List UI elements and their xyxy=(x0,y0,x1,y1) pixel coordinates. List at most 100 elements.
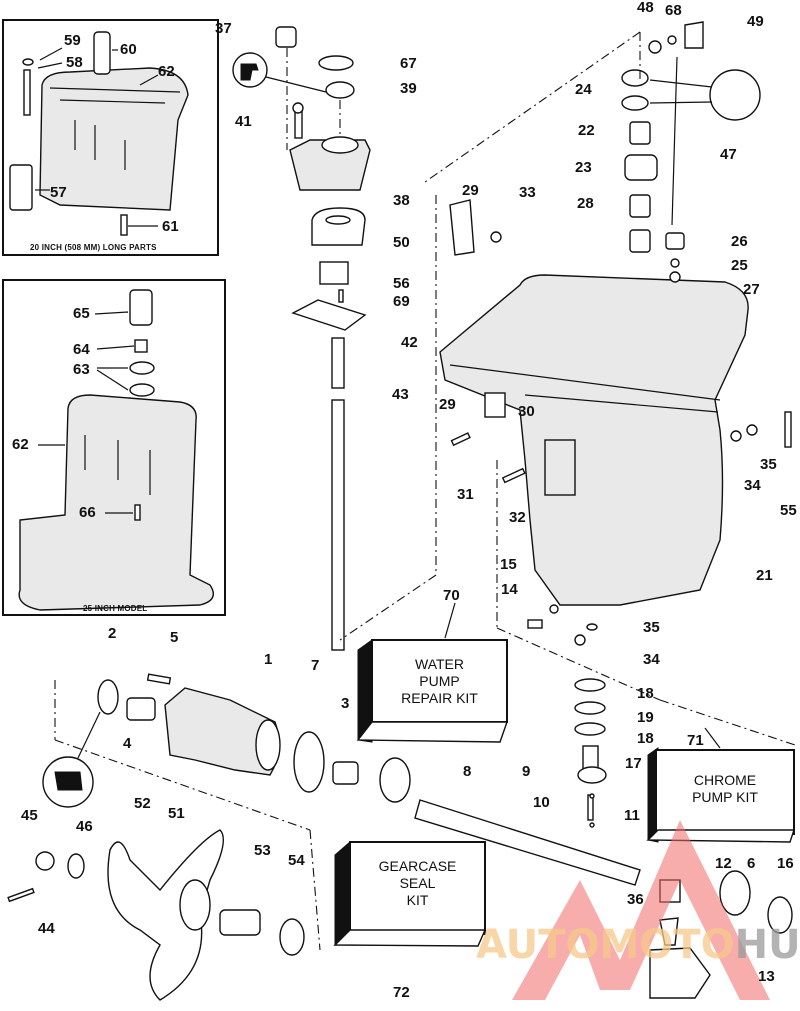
seal-63-lower xyxy=(129,383,155,397)
impeller-56 xyxy=(319,261,349,285)
kit-line: PUMP xyxy=(419,673,460,689)
grommet-37 xyxy=(275,26,297,48)
label-30: 30 xyxy=(518,403,535,420)
pin-58 xyxy=(23,69,31,116)
seal-63-upper xyxy=(129,361,155,375)
grommet-64 xyxy=(134,339,148,353)
ball-11-lower xyxy=(589,822,595,828)
seal-16 xyxy=(767,896,793,934)
label-62-20in: 62 xyxy=(158,63,175,80)
label-38: 38 xyxy=(393,192,410,209)
thrust-bearing-19 xyxy=(574,701,606,715)
kit-line: SEAL xyxy=(399,875,436,891)
seal-24-upper xyxy=(621,69,649,87)
washer-27 xyxy=(669,271,681,283)
bearing-28-upper xyxy=(629,194,651,218)
thrust-washer-18-upper xyxy=(574,678,606,692)
label-58: 58 xyxy=(66,54,83,71)
label-32: 32 xyxy=(509,509,526,526)
label-69: 69 xyxy=(393,293,410,310)
label-60: 60 xyxy=(120,41,137,58)
exhaust-housing-main xyxy=(439,274,749,606)
label-63: 63 xyxy=(73,361,90,378)
label-48: 48 xyxy=(637,0,654,16)
label-35-right: 35 xyxy=(760,456,777,473)
label-50: 50 xyxy=(393,234,410,251)
label-56: 56 xyxy=(393,275,410,292)
label-17: 17 xyxy=(625,755,642,772)
pinion-17 xyxy=(577,745,607,784)
label-45: 45 xyxy=(21,807,38,824)
washer-68 xyxy=(667,35,677,45)
label-55: 55 xyxy=(780,502,797,519)
screw-31 xyxy=(450,432,471,447)
ball-11-upper xyxy=(589,793,595,799)
seal-detail-circle-24 xyxy=(709,69,761,121)
exhaust-housing-25in xyxy=(18,394,214,611)
label-41: 41 xyxy=(235,113,252,130)
label-5: 5 xyxy=(170,629,179,646)
label-34-lower: 34 xyxy=(643,651,660,668)
water-pump-kit-box xyxy=(356,639,508,743)
label-43: 43 xyxy=(392,386,409,403)
impeller-housing-50 xyxy=(311,207,366,246)
label-46: 46 xyxy=(76,818,93,835)
label-64: 64 xyxy=(73,341,90,358)
oring-59 xyxy=(22,58,34,66)
chrome-pump-kit-label: CHROME PUMP KIT xyxy=(656,772,794,806)
label-7: 7 xyxy=(311,657,320,674)
nut-33 xyxy=(490,231,502,243)
label-21: 21 xyxy=(756,567,773,584)
seal-39 xyxy=(325,81,355,99)
shift-rod-47 xyxy=(671,56,678,226)
prop-detail-circle xyxy=(42,756,94,808)
label-68: 68 xyxy=(665,2,682,19)
bearing-3 xyxy=(332,761,359,785)
tube-65 xyxy=(129,289,153,326)
screw-66 xyxy=(134,504,141,521)
page-number: 72 xyxy=(393,984,410,1001)
label-34-right: 34 xyxy=(744,477,761,494)
label-62-25in: 62 xyxy=(12,436,29,453)
label-57: 57 xyxy=(50,184,67,201)
label-61: 61 xyxy=(162,218,179,235)
anode-29-upper xyxy=(449,199,475,256)
plate-42 xyxy=(291,299,367,331)
plug-14 xyxy=(527,619,543,629)
bushing-26 xyxy=(665,232,685,250)
washer-35-lower xyxy=(586,623,598,631)
label-18-upper: 18 xyxy=(637,685,654,702)
kit-line: REPAIR KIT xyxy=(401,690,478,706)
kit-line: KIT xyxy=(406,892,429,908)
label-47: 47 xyxy=(720,146,737,163)
inset-25in-caption: 25 INCH MODEL xyxy=(83,604,148,613)
label-29-lower: 29 xyxy=(439,396,456,413)
label-54: 54 xyxy=(288,852,305,869)
screw-61 xyxy=(120,214,128,236)
sleeve-57 xyxy=(9,164,33,211)
screw-32 xyxy=(501,467,526,484)
pin-44 xyxy=(7,887,35,903)
water-pump-kit-label: WATER PUMP REPAIR KIT xyxy=(372,656,507,707)
label-12: 12 xyxy=(715,855,732,872)
label-25: 25 xyxy=(731,257,748,274)
gear-6 xyxy=(719,870,751,916)
thrust-washer-54 xyxy=(279,918,305,956)
washer-15 xyxy=(549,604,559,614)
washer-25 xyxy=(670,258,680,268)
label-26: 26 xyxy=(731,233,748,250)
label-28: 28 xyxy=(577,195,594,212)
kit-line: CHROME xyxy=(693,772,757,788)
label-49: 49 xyxy=(747,13,764,30)
label-18-lower: 18 xyxy=(637,730,654,747)
label-3: 3 xyxy=(341,695,350,712)
label-27: 27 xyxy=(743,281,760,298)
retainer-13 xyxy=(649,947,711,999)
label-4: 4 xyxy=(123,735,132,752)
label-51: 51 xyxy=(168,805,185,822)
label-42: 42 xyxy=(401,334,418,351)
label-66: 66 xyxy=(79,504,96,521)
exhaust-housing-20in xyxy=(39,67,189,211)
screw-5 xyxy=(146,673,172,685)
